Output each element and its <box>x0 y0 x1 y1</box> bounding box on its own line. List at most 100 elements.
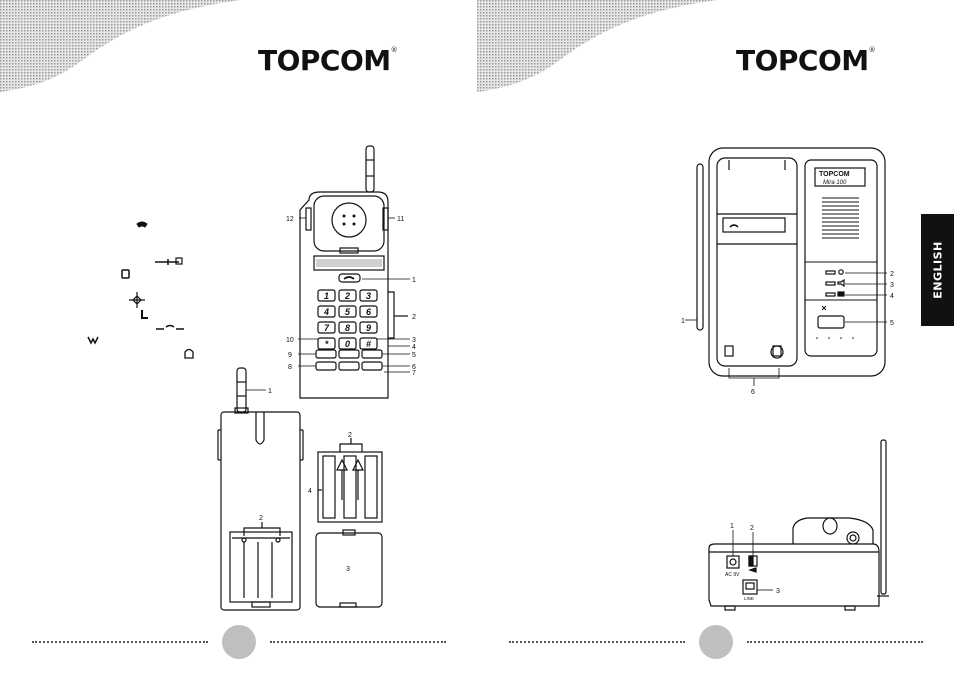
memory-symbol-icon <box>87 336 99 345</box>
callout-label: 3 <box>412 337 416 344</box>
logo-text: TOPCOM <box>736 44 869 77</box>
callout-label: 1 <box>681 318 685 325</box>
function-key-4 <box>338 349 360 359</box>
keypad: 1 2 3 4 5 6 7 8 9 * 0 # <box>317 289 378 350</box>
keypad-key <box>317 321 336 334</box>
base-model-text: Mira 100 <box>823 180 847 186</box>
handset-back-diagram: 1 2 <box>217 367 304 611</box>
footer-dots-right-b <box>747 641 923 643</box>
talk-key <box>338 273 361 283</box>
base-logo-plate <box>814 167 866 187</box>
keypad-key <box>359 305 378 318</box>
led-indicator-2 <box>825 270 836 275</box>
keypad-key-label: * <box>325 339 329 349</box>
callout-label: 2 <box>890 271 894 278</box>
base-body <box>708 147 886 377</box>
callout-label: 4 <box>412 344 416 351</box>
earpiece-area <box>313 195 385 252</box>
callout-label: 11 <box>397 216 404 223</box>
keypad-key-label: 5 <box>345 307 351 317</box>
registered-mark: ® <box>390 46 398 54</box>
lcd-display <box>313 255 385 271</box>
callout-label: 3 <box>890 282 894 289</box>
keypad-key <box>338 321 357 334</box>
handset-symbol-icon <box>136 221 148 228</box>
keypad-key <box>317 289 336 302</box>
page-number-circle <box>222 625 256 659</box>
line-label: LINE <box>744 596 754 601</box>
handset-body <box>299 191 389 399</box>
keypad-key-label: 9 <box>366 323 371 333</box>
callout-label: 5 <box>412 352 416 359</box>
base-control-panel <box>804 159 878 357</box>
callout-label: 4 <box>890 293 894 300</box>
header-swoosh <box>477 0 717 92</box>
header-swoosh <box>0 0 240 92</box>
left-page: TOPCOM® <box>0 0 446 659</box>
language-tab: ENGLISH <box>921 214 954 326</box>
keypad-key-label: 1 <box>324 291 329 301</box>
keypad-key <box>359 289 378 302</box>
symbol-list <box>87 221 194 359</box>
keypad-key-label: 3 <box>366 291 371 301</box>
registered-mark: ® <box>868 46 876 54</box>
dc-input-label: AC 9V <box>725 572 740 578</box>
keypad-key <box>317 337 336 350</box>
keypad-key <box>338 305 357 318</box>
footer-dots-left-a <box>32 641 208 643</box>
redial-symbol-icon <box>121 269 130 279</box>
footer-dots-right-a <box>509 641 685 643</box>
base-antenna <box>696 163 704 331</box>
intercom-box-icon <box>175 257 183 265</box>
keypad-key <box>338 337 357 350</box>
callout-label: 2 <box>750 525 754 532</box>
side-button-left <box>305 207 312 231</box>
callout-label: 3 <box>776 588 780 595</box>
base-rear-diagram: 1 2 3 AC 9V LINE <box>708 439 889 611</box>
callout-label: 10 <box>286 337 294 344</box>
right-page: TOPCOM® ENGLISH <box>477 0 954 677</box>
page-button <box>817 315 845 329</box>
callout-label: 6 <box>412 364 416 371</box>
recall-symbol-icon <box>141 310 148 319</box>
callout-label: 3 <box>346 566 350 573</box>
topcom-logo: TOPCOM® <box>736 44 876 77</box>
handset-back-body <box>220 411 301 611</box>
callout-label: 8 <box>288 364 292 371</box>
keypad-key-label: 0 <box>345 339 350 349</box>
keypad-key-label: 4 <box>323 307 329 317</box>
callout-label: 1 <box>412 277 416 284</box>
led-indicator-4 <box>825 292 836 297</box>
mute-symbol-icon <box>156 324 184 330</box>
flash-symbol-icon <box>129 292 145 308</box>
topcom-logo: TOPCOM® <box>258 44 398 77</box>
intercom-line-icon <box>155 259 179 265</box>
line-jack <box>742 579 758 595</box>
rear-antenna <box>880 439 887 595</box>
callout-label: 1 <box>268 388 272 395</box>
callout-label: 7 <box>412 370 416 377</box>
base-brand-text: TOPCOM <box>819 171 850 178</box>
keypad-key <box>359 321 378 334</box>
logo-text: TOPCOM <box>258 44 391 77</box>
led-indicator-3 <box>825 281 836 286</box>
keypad-key <box>338 289 357 302</box>
callout-label: 2 <box>259 515 263 522</box>
callout-label: 9 <box>288 352 292 359</box>
keypad-key-label: # <box>366 339 371 349</box>
keypad-key-label: 2 <box>344 291 350 301</box>
keypad-key-label: 7 <box>324 323 330 333</box>
keypad-key-label: 8 <box>345 323 350 333</box>
callout-label: 2 <box>348 432 352 439</box>
callout-label: 6 <box>751 389 755 396</box>
keypad-key-label: 6 <box>366 307 372 317</box>
callout-label: 1 <box>730 523 734 530</box>
ringer-symbol-icon <box>184 348 194 359</box>
base-front-diagram: TOPCOM Mira 100 1 2 <box>681 147 894 396</box>
keypad-key <box>359 337 378 350</box>
battery-pack-diagram: 2 3 4 <box>308 432 383 608</box>
callout-label: 2 <box>412 314 416 321</box>
callout-label: 5 <box>890 320 894 327</box>
callout-label: 12 <box>286 216 294 223</box>
